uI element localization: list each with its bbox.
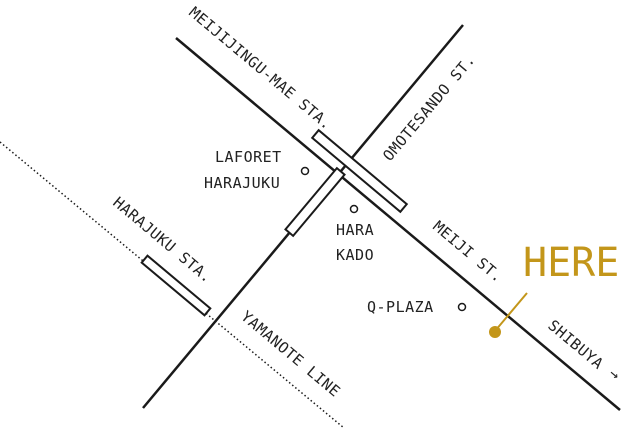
q-plaza-label: Q-PLAZA (367, 298, 434, 316)
yamanote-rail-line (0, 141, 345, 429)
here-pointer-line (494, 292, 528, 332)
here-label: HERE! (523, 240, 629, 286)
meiji-street-line (175, 37, 621, 411)
meiji-st-label: MEIJI ST. (429, 217, 506, 286)
laforet-label-line1: LAFORET (215, 148, 282, 166)
shibuya-arrow-icon: → (605, 364, 624, 384)
q-plaza-marker-icon (457, 302, 467, 312)
harakado-label-line2: KADO (336, 246, 374, 264)
laforet-marker-icon (300, 166, 310, 176)
meijijingu-mae-platform-2 (284, 166, 346, 238)
here-location-dot-icon (489, 326, 501, 338)
harakado-label-line1: HARA (336, 221, 374, 239)
harakado-marker-icon (349, 204, 359, 214)
laforet-label-line2: HARAJUKU (204, 174, 280, 192)
meijijingu-mae-platform (310, 128, 409, 214)
harajuku-station-platform (140, 254, 212, 317)
shibuya-label: SHIBUYA (544, 316, 607, 373)
meijijingu-mae-sta-label: MEIJIJINGU-MAE STA. (185, 3, 335, 133)
yamanote-line-label: YAMANOTE LINE (237, 307, 343, 400)
